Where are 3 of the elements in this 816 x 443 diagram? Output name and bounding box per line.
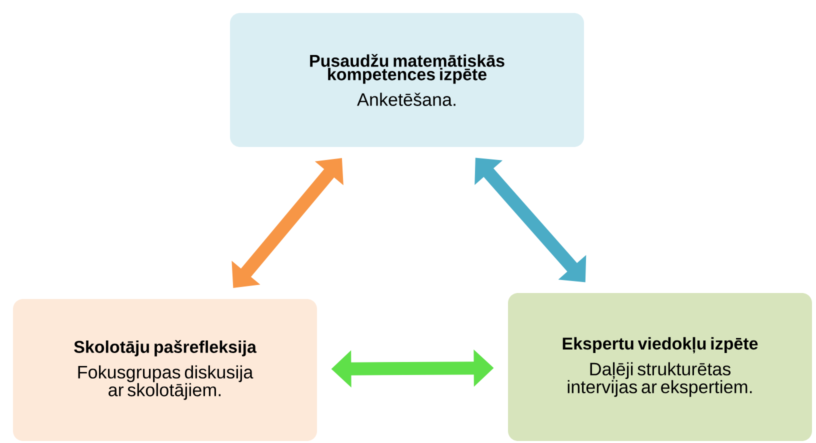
process-box: Ekspertu viedokļu izpēte Daļēji strukturētas intervijas ar ekspertiem. — [508, 293, 812, 441]
process-box: Skolotāju pašrefleksija Fokusgrupas diskusija ar skolotājiem. — [13, 299, 317, 441]
process-box: Pusaudžu matemātiskās kompetences izpēte Anketēšana. — [230, 13, 584, 147]
